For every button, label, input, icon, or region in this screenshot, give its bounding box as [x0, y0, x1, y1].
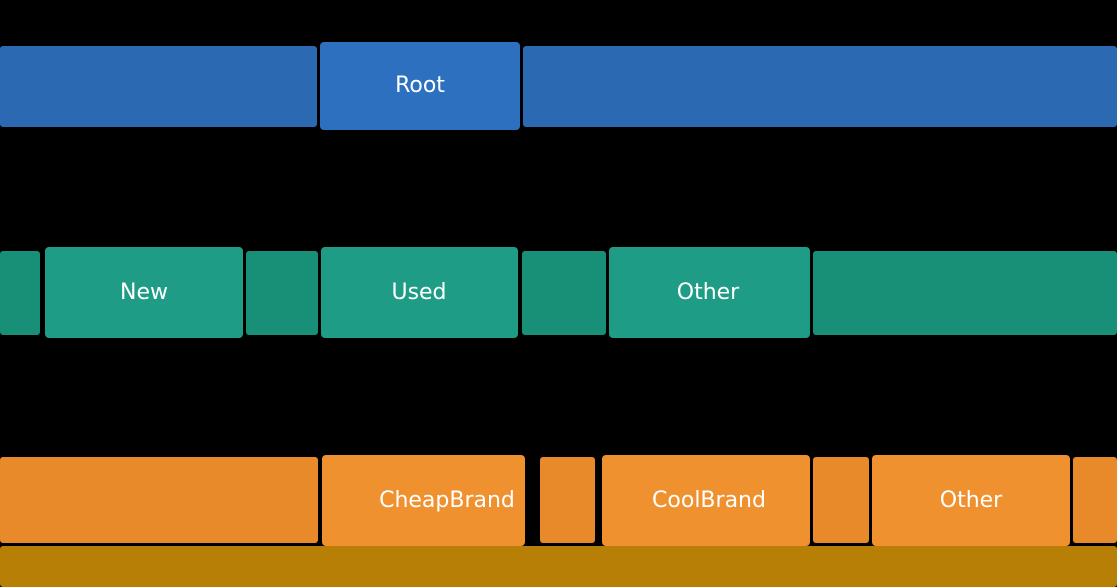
icicle-segment-root[interactable] — [523, 46, 1117, 127]
icicle-node-condition-new[interactable]: New — [45, 247, 243, 338]
node-label: CoolBrand — [652, 487, 766, 513]
node-label: Other — [939, 487, 1003, 513]
node-label: Other — [676, 279, 740, 305]
icicle-node-brand-other[interactable]: Other — [872, 455, 1070, 546]
icicle-segment-condition[interactable] — [0, 251, 40, 335]
icicle-segment-condition[interactable] — [246, 251, 318, 335]
icicle-segment-truncated-level[interactable] — [0, 546, 1117, 587]
icicle-segment-brand[interactable] — [1073, 457, 1117, 543]
icicle-node-brand-coolbrand[interactable]: CoolBrand — [602, 455, 810, 546]
icicle-segment-brand[interactable] — [540, 457, 595, 543]
icicle-segment-brand[interactable] — [0, 457, 318, 543]
node-label: Root — [395, 73, 445, 98]
node-label: Used — [391, 279, 447, 305]
icicle-node-brand-cheapbrand[interactable]: CheapBrand — [322, 455, 525, 546]
icicle-node-root-root[interactable]: Root — [320, 42, 520, 130]
icicle-segment-condition[interactable] — [522, 251, 606, 335]
icicle-node-condition-used[interactable]: Used — [321, 247, 518, 338]
icicle-segment-root[interactable] — [0, 46, 317, 127]
icicle-segment-brand[interactable] — [813, 457, 869, 543]
icicle-segment-condition[interactable] — [813, 251, 1117, 335]
node-label: New — [120, 279, 168, 305]
icicle-node-condition-other[interactable]: Other — [609, 247, 810, 338]
node-label: CheapBrand — [379, 487, 515, 513]
